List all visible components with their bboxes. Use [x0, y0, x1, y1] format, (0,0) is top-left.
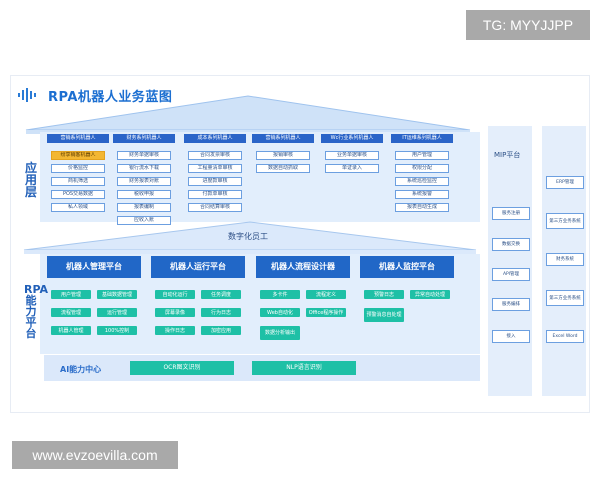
app-item: 商机筛选 — [51, 177, 105, 186]
app-item: 报表自动生成 — [395, 203, 449, 212]
platform-cell: Web自动化 — [260, 308, 300, 317]
platform-cell: 多卡件 — [260, 290, 300, 299]
platform-cell: 用户管理 — [51, 290, 91, 299]
app-item: 进度款审核 — [188, 177, 242, 186]
platform-cell: 行为日志 — [201, 308, 241, 317]
app-item: 付款单审核 — [188, 190, 242, 199]
external-item: 第三方业务系统 — [546, 213, 584, 229]
app-item: 业务单据审核 — [325, 151, 379, 160]
ocr-block: OCR图文识别 — [130, 361, 234, 375]
platform-header: 机器人监控平台 — [360, 256, 454, 278]
platform-cell: 任务调度 — [201, 290, 241, 299]
platform-header: 机器人流程设计器 — [256, 256, 350, 278]
platform-cell: Office程序操作 — [306, 308, 346, 317]
app-item: 合同发票审核 — [188, 151, 242, 160]
mip-item: API管理 — [492, 268, 530, 281]
app-item: 数据自动抓取 — [256, 164, 310, 173]
app-item: 工程量清单审核 — [188, 164, 242, 173]
app-column-header: 营销系列机器人 — [252, 134, 314, 143]
platform-cell: 基础数据管理 — [97, 290, 137, 299]
app-item: 价格监控 — [51, 164, 105, 173]
app-item: 银行流水下载 — [117, 164, 171, 173]
platform-cell: 100%控制 — [97, 326, 137, 335]
platform-cell: 异常自动处理 — [410, 290, 450, 299]
mip-item: 接入 — [492, 330, 530, 343]
app-item: 税收申报 — [117, 190, 171, 199]
watermark-top: TG: MYYJJPP — [466, 10, 590, 40]
external-item: ERP管理 — [546, 176, 584, 189]
external-item: 财务系统 — [546, 253, 584, 266]
external-item: Excel Word — [546, 330, 584, 343]
nlp-block: NLP语言识别 — [252, 361, 356, 375]
app-column-header: 成本系列机器人 — [184, 134, 246, 143]
app-column-header: IT运维系列机器人 — [391, 134, 453, 143]
app-item: POS交易数据 — [51, 190, 105, 199]
app-item: 财务报表对账 — [117, 177, 171, 186]
platform-cell: 操作日志 — [155, 326, 195, 335]
top-roof — [25, 95, 471, 134]
app-item: 用户管理 — [395, 151, 449, 160]
app-item: 报表编制 — [117, 203, 171, 212]
platform-cell: 自动化运行 — [155, 290, 195, 299]
app-item: 纷享销客机器人 — [51, 151, 105, 160]
platform-cell: 流程管理 — [51, 308, 91, 317]
middle-roof — [23, 221, 477, 254]
app-item: 单证录入 — [325, 164, 379, 173]
rpa-layer-label: RPA能力平台 — [24, 283, 49, 340]
sound-wave-logo-icon — [18, 88, 36, 102]
external-item: 第三方业务系统 — [546, 290, 584, 306]
platform-cell: 加密应用 — [201, 326, 241, 335]
platform-cell: 流程定义 — [306, 290, 346, 299]
mip-item: 数据交换 — [492, 238, 530, 251]
app-item: 系统巡检监控 — [395, 177, 449, 186]
app-item: 系统报警 — [395, 190, 449, 199]
platform-cell: 数据分析输出 — [260, 326, 300, 340]
app-column-header: 财务系列机器人 — [113, 134, 175, 143]
platform-header: 机器人管理平台 — [47, 256, 141, 278]
app-item: 报销审核 — [256, 151, 310, 160]
mip-column — [488, 126, 532, 396]
watermark-bottom: www.evzoevilla.com — [12, 441, 178, 469]
platform-header: 机器人运行平台 — [151, 256, 245, 278]
platform-cell: 预警消息自处理 — [364, 308, 404, 322]
app-item: 私人领域 — [51, 203, 105, 212]
ai-center-label: AI能力中心 — [60, 365, 102, 374]
mip-label: MIP平台 — [494, 151, 521, 159]
app-item: 权限分配 — [395, 164, 449, 173]
diagram-title: RPA机器人业务蓝图 — [48, 90, 173, 105]
platform-cell: 机器人管理 — [51, 326, 91, 335]
application-layer-label: 应用层 — [24, 161, 37, 199]
app-column-header: 营销系列机器人 — [47, 134, 109, 143]
digital-workforce-label: 数字化员工 — [228, 232, 268, 241]
mip-item: 服务编排 — [492, 298, 530, 311]
platform-cell: 运行管理 — [97, 308, 137, 317]
platform-cell: 预警日志 — [364, 290, 404, 299]
app-item: 合同结算审核 — [188, 203, 242, 212]
mip-item: 服务注册 — [492, 207, 530, 220]
app-item: 财务单据审核 — [117, 151, 171, 160]
platform-cell: 屏幕录像 — [155, 308, 195, 317]
app-column-header: Wc行业系列机器人 — [321, 134, 383, 143]
app-item: 应收入账 — [117, 216, 171, 225]
